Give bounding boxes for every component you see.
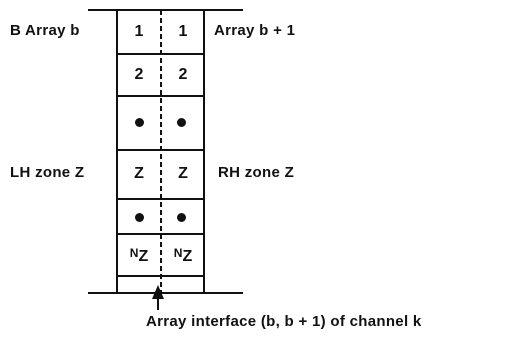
cell-row6-right-base: N (173, 246, 183, 260)
cell-row6-left: NZ (119, 243, 159, 267)
label-lh-zone: LH zone Z (10, 164, 85, 181)
label-array-b-plus-1: Array b + 1 (214, 22, 296, 39)
cell-row5-right-dot (177, 213, 186, 222)
cell-row4-left: Z (134, 165, 144, 182)
label-array-b: B Array b (10, 22, 80, 39)
cell-row4-right: Z (178, 165, 188, 182)
cell-row6-right-sub: Z (182, 248, 193, 265)
cell-row3-right-dot (177, 118, 186, 127)
cell-row3-left-dot (135, 118, 144, 127)
cell-row2-right: 2 (178, 66, 188, 83)
cell-row6-right: NZ (163, 243, 203, 267)
pointer-arrowhead (152, 285, 164, 299)
label-rh-zone: RH zone Z (218, 164, 295, 181)
cell-row2-left: 2 (134, 66, 144, 83)
cell-row1-left: 1 (134, 23, 144, 40)
cell-row6-left-sub: Z (138, 248, 149, 265)
label-array-interface: Array interface (b, b + 1) of channel k (146, 313, 422, 330)
cell-row5-left-dot (135, 213, 144, 222)
cell-row6-left-base: N (129, 246, 139, 260)
cell-row1-right: 1 (178, 23, 188, 40)
